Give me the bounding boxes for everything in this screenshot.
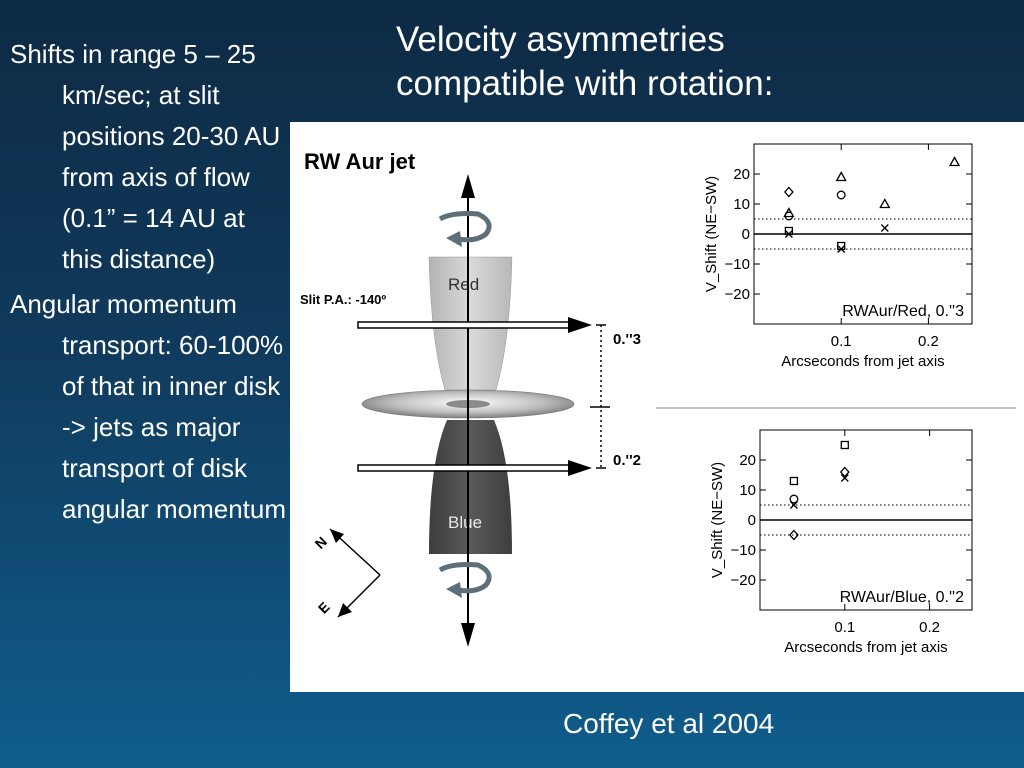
slit-pa-label: Slit P.A.: -140º	[300, 292, 386, 307]
data-point-circle	[789, 494, 799, 504]
figure-panel: RW Aur jet Red Blue S	[290, 122, 1024, 692]
data-point-diamond	[789, 529, 799, 541]
y-tick-label: −20	[731, 572, 756, 589]
slit-upper-arrow	[568, 317, 592, 333]
blue-lobe-label: Blue	[448, 513, 482, 532]
data-point-square	[789, 476, 799, 486]
data-point-diamond	[784, 186, 794, 198]
upper-offset-label: 0.''3	[613, 331, 641, 348]
y-tick-label: −10	[725, 256, 750, 273]
slide-title: Velocity asymmetries compatible with rot…	[396, 18, 956, 106]
y-tick-label: 0	[748, 512, 756, 529]
bullet-item-shifts: Shifts in range 5 – 25 km/sec; at slit p…	[10, 39, 281, 274]
data-point-cross	[840, 474, 849, 482]
x-tick-label: 0.2	[919, 619, 940, 636]
x-tick-label: 0.1	[834, 619, 855, 636]
data-point-cross	[837, 245, 846, 253]
data-point-triangle	[783, 207, 795, 218]
title-line-2: compatible with rotation:	[396, 64, 774, 103]
y-tick-label: 10	[733, 196, 750, 213]
lower-offset-label: 0.''2	[613, 452, 641, 469]
rotation-arrow-top-icon	[438, 211, 492, 247]
data-point-diamond	[839, 466, 850, 478]
citation: Coffey et al 2004	[563, 708, 775, 739]
x-axis-label: Arcseconds from jet axis	[784, 639, 947, 656]
data-point-circle	[836, 190, 846, 200]
blue-lobe	[429, 420, 512, 554]
bullet-item-angular-momentum: Angular momentum transport: 60-100% of t…	[10, 289, 286, 524]
rotation-arrow-bottom-icon	[438, 562, 492, 598]
data-point-square	[840, 440, 849, 450]
red-lobe-label: Red	[448, 275, 479, 294]
x-tick-label: 0.1	[831, 333, 852, 350]
title-line-1: Velocity asymmetries	[396, 20, 725, 59]
data-point-triangle	[835, 171, 847, 182]
diagram-title: RW Aur jet	[304, 149, 416, 174]
y-tick-label: −10	[731, 542, 756, 559]
compass-rose-icon: N E	[312, 528, 381, 618]
compass-n-label: N	[312, 533, 330, 551]
x-axis-label: Arcseconds from jet axis	[781, 353, 944, 370]
y-tick-label: 10	[739, 482, 756, 499]
y-tick-label: 20	[739, 452, 756, 469]
y-axis-label: V_Shift (NE−SW)	[709, 462, 726, 578]
plot-title: RWAur/Red, 0.''3	[842, 303, 964, 320]
y-axis-label: V_Shift (NE−SW)	[703, 176, 720, 292]
data-point-triangle	[948, 156, 961, 167]
y-tick-label: 20	[733, 166, 750, 183]
y-tick-label: −20	[725, 286, 750, 303]
data-point-cross	[784, 230, 793, 238]
y-tick-label: 0	[742, 226, 750, 243]
slit-lower-arrow	[568, 460, 592, 476]
data-point-cross	[880, 224, 889, 232]
jet-axis-arrow-up	[461, 174, 475, 198]
slit-lower	[357, 464, 571, 472]
slit-upper	[357, 321, 571, 329]
x-tick-label: 0.2	[918, 333, 939, 350]
figure-svg: RW Aur jet Red Blue S	[300, 143, 1016, 656]
data-point-triangle	[879, 198, 891, 209]
bullet-list: Shifts in range 5 – 25 km/sec; at slit p…	[10, 34, 292, 534]
jet-diagram: RW Aur jet Red Blue S	[300, 149, 641, 647]
data-point-cross	[789, 501, 798, 509]
jet-axis-arrow-down	[461, 623, 475, 647]
compass-e-label: E	[315, 599, 333, 617]
plot-title: RWAur/Blue, 0.''2	[840, 589, 964, 606]
